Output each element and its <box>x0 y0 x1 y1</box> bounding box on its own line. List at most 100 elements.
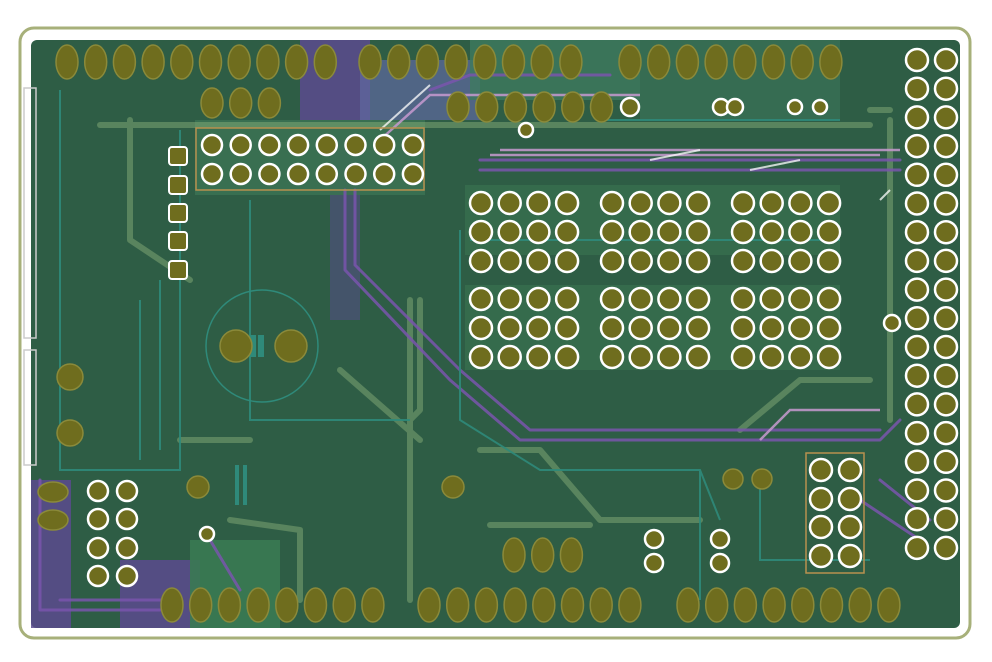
header-pad-top-mid <box>358 44 382 80</box>
matrix-pad <box>628 344 653 370</box>
header-pad-mid-2 <box>446 91 470 123</box>
right-header-pad <box>904 133 930 159</box>
header-pad-top-left <box>313 44 338 80</box>
header-pad-bottom-left <box>217 587 242 623</box>
silk-outlines <box>23 87 865 574</box>
right-header-pad <box>904 105 930 130</box>
matrix-pad <box>497 286 522 312</box>
header-pad-top-right <box>819 44 843 80</box>
header-pad-bottom-left <box>188 587 213 623</box>
right-header-pad <box>933 306 959 331</box>
matrix-pad <box>657 344 682 370</box>
matrix-pad <box>526 190 551 216</box>
matrix-pad <box>730 248 756 274</box>
right-header-pad <box>904 277 930 302</box>
header-pad-bottom-mid <box>532 587 556 623</box>
traces-light <box>97 107 893 603</box>
matrix-pad <box>788 219 813 245</box>
connector-2x8-pad <box>286 162 310 186</box>
connector-2x8-pad <box>372 133 396 157</box>
matrix-pad <box>554 248 580 274</box>
header-pad-top-mid <box>415 44 440 80</box>
right-header-pad <box>904 363 930 388</box>
matrix-pad <box>554 286 580 312</box>
right-header-pad <box>933 277 959 302</box>
header-pad-bottom-right <box>848 587 872 623</box>
matrix-pad <box>599 190 625 216</box>
matrix-pad <box>526 344 551 370</box>
matrix-pad <box>599 286 625 312</box>
via-pad <box>517 121 535 139</box>
header-pad-bottom-left <box>332 587 356 623</box>
jack-pad <box>56 419 84 447</box>
header-pad-top-left <box>284 44 309 80</box>
header-pad-bottom-mid <box>417 587 441 623</box>
right-header-pad <box>933 478 959 503</box>
matrix-pad <box>759 286 784 312</box>
header-pad-top-mid <box>559 44 583 80</box>
header-pad-top-right <box>646 44 671 80</box>
matrix-pad <box>526 315 551 341</box>
matrix-pad <box>497 315 522 341</box>
matrix-pad <box>685 315 711 341</box>
right-header-pad <box>933 133 959 159</box>
matrix-pad <box>759 315 784 341</box>
connector-2x8-pad <box>315 162 339 186</box>
right-header-pad <box>904 449 930 475</box>
header-pad-top-mid <box>501 44 526 80</box>
capacitor-pad <box>274 329 308 363</box>
header-pad-bottom-right <box>877 587 901 623</box>
component-pad <box>722 468 744 490</box>
header-pad-top-left-2 <box>228 87 253 119</box>
right-header-pad <box>933 248 959 274</box>
header-pad-top-left <box>170 44 194 80</box>
pad-layer <box>37 44 959 623</box>
right-header-pad <box>933 162 959 188</box>
matrix-pad <box>685 286 711 312</box>
matrix-pad <box>730 219 756 245</box>
matrix-pad <box>657 248 682 274</box>
matrix-pad <box>497 344 522 370</box>
connector-2x8-pad <box>372 162 396 186</box>
icsp-pad <box>86 479 110 503</box>
connector-2x4-pad <box>837 543 863 569</box>
right-header-pad <box>933 535 959 561</box>
matrix-pad <box>526 248 551 274</box>
connector-2x4-pad <box>837 486 863 512</box>
matrix-pad <box>657 190 682 216</box>
right-header-pad <box>904 334 930 360</box>
matrix-pad <box>657 315 682 341</box>
icsp-pad <box>86 507 110 531</box>
right-header-pad <box>904 47 930 73</box>
matrix-pad <box>816 344 842 370</box>
matrix-pad <box>730 286 756 312</box>
connector-2x8-pad <box>401 133 425 157</box>
header-pad-top-left <box>112 44 137 80</box>
header-pad-mid-2 <box>503 91 528 123</box>
right-header-pad <box>904 191 930 216</box>
connector-2x8-pad <box>258 162 281 186</box>
icsp-pad <box>115 564 139 588</box>
header-pad-bottom-left <box>303 587 328 623</box>
header-pad-bottom-mid <box>589 587 613 623</box>
right-header-pad <box>904 420 930 446</box>
matrix-pad <box>657 286 682 312</box>
header-pad-top-left <box>55 44 79 80</box>
matrix-pad <box>599 344 625 370</box>
header-pad-mid-2 <box>561 91 585 123</box>
via-pad <box>725 97 745 117</box>
header-pad-bottom-right <box>791 587 815 623</box>
header-pad-top-mid <box>386 44 411 80</box>
connector-2x8-pad <box>229 162 252 186</box>
right-header-pad <box>933 392 959 417</box>
header-pad-bottom-right <box>819 587 844 623</box>
right-header-pad <box>904 506 930 532</box>
capacitor-pad <box>219 329 253 363</box>
matrix-pad <box>759 190 784 216</box>
header-pad-top-right <box>790 44 814 80</box>
matrix-pad <box>816 190 842 216</box>
header-pad-mid-2 <box>474 91 499 123</box>
icsp-pad <box>86 564 110 588</box>
icsp-pad <box>115 536 139 560</box>
